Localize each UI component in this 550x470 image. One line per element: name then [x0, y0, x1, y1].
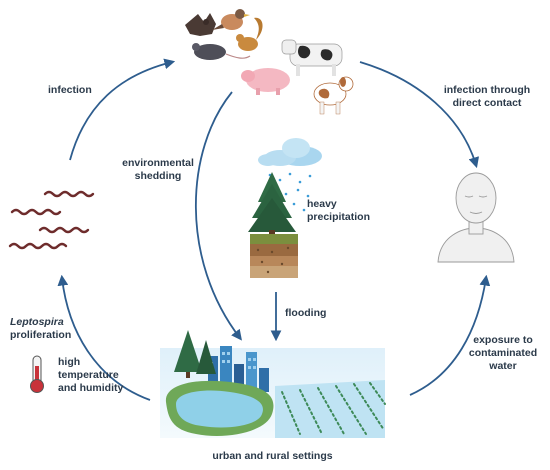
soil-layers-icon: [250, 234, 298, 278]
arrow-environmental-shedding: [195, 91, 242, 341]
label-infection: infection: [48, 84, 92, 96]
label-exposure: exposure to contaminated water: [458, 334, 548, 373]
label-heavy-precipitation: heavy precipitation: [307, 198, 370, 224]
label-proliferation: proliferation: [10, 329, 72, 341]
label-env-shedding-line1: environmental: [122, 157, 194, 169]
bat-icon: [185, 13, 216, 36]
rat-icon: [192, 43, 251, 60]
label-leptospira-proliferation: Leptospira proliferation: [10, 316, 71, 342]
dog-icon: [313, 76, 354, 115]
label-temp-line2: temperature: [58, 369, 119, 381]
flooded-field-icon: [275, 348, 386, 438]
label-temp-line3: and humidity: [58, 382, 124, 394]
arrow-direct-contact: [359, 61, 480, 169]
human-face-icon: [437, 172, 515, 263]
label-temp-line1: high: [58, 356, 81, 368]
label-env-shedding-line2: shedding: [134, 170, 182, 182]
label-flooding: flooding: [285, 307, 327, 319]
label-exposure-line3: water: [489, 360, 517, 372]
label-urban-rural-settings: urban and rural settings: [212, 450, 333, 462]
pig-icon: [241, 68, 290, 95]
label-temperature-humidity: high temperature and humidity: [58, 356, 123, 395]
bird-icon: [212, 9, 250, 30]
label-heavy-precip-line1: heavy: [307, 198, 337, 210]
city-lake-icon: [160, 330, 275, 438]
label-exposure-line2: contaminated: [468, 347, 538, 359]
label-direct-contact-line2: direct contact: [452, 97, 522, 109]
arrow-exposure: [409, 274, 491, 396]
cow-icon: [281, 39, 343, 76]
squirrel-icon: [236, 17, 263, 51]
arrow-infection: [69, 58, 176, 161]
animals-cluster: [185, 9, 354, 115]
thermometer-icon: [30, 355, 44, 393]
leptospira-bacteria-icon: [8, 190, 95, 250]
rain-cloud-icon: [258, 138, 322, 212]
cycle-arrows: [57, 58, 491, 401]
label-heavy-precip-line2: precipitation: [307, 211, 371, 223]
label-direct-contact-line1: infection through: [443, 84, 531, 96]
arrow-proliferation: [57, 274, 151, 401]
label-exposure-line1: exposure to: [473, 334, 533, 346]
tree-icon: [248, 172, 296, 236]
label-direct-contact: infection through direct contact: [432, 84, 542, 110]
label-environmental-shedding: environmental shedding: [118, 157, 198, 183]
label-leptospira: Leptospira: [10, 316, 64, 328]
